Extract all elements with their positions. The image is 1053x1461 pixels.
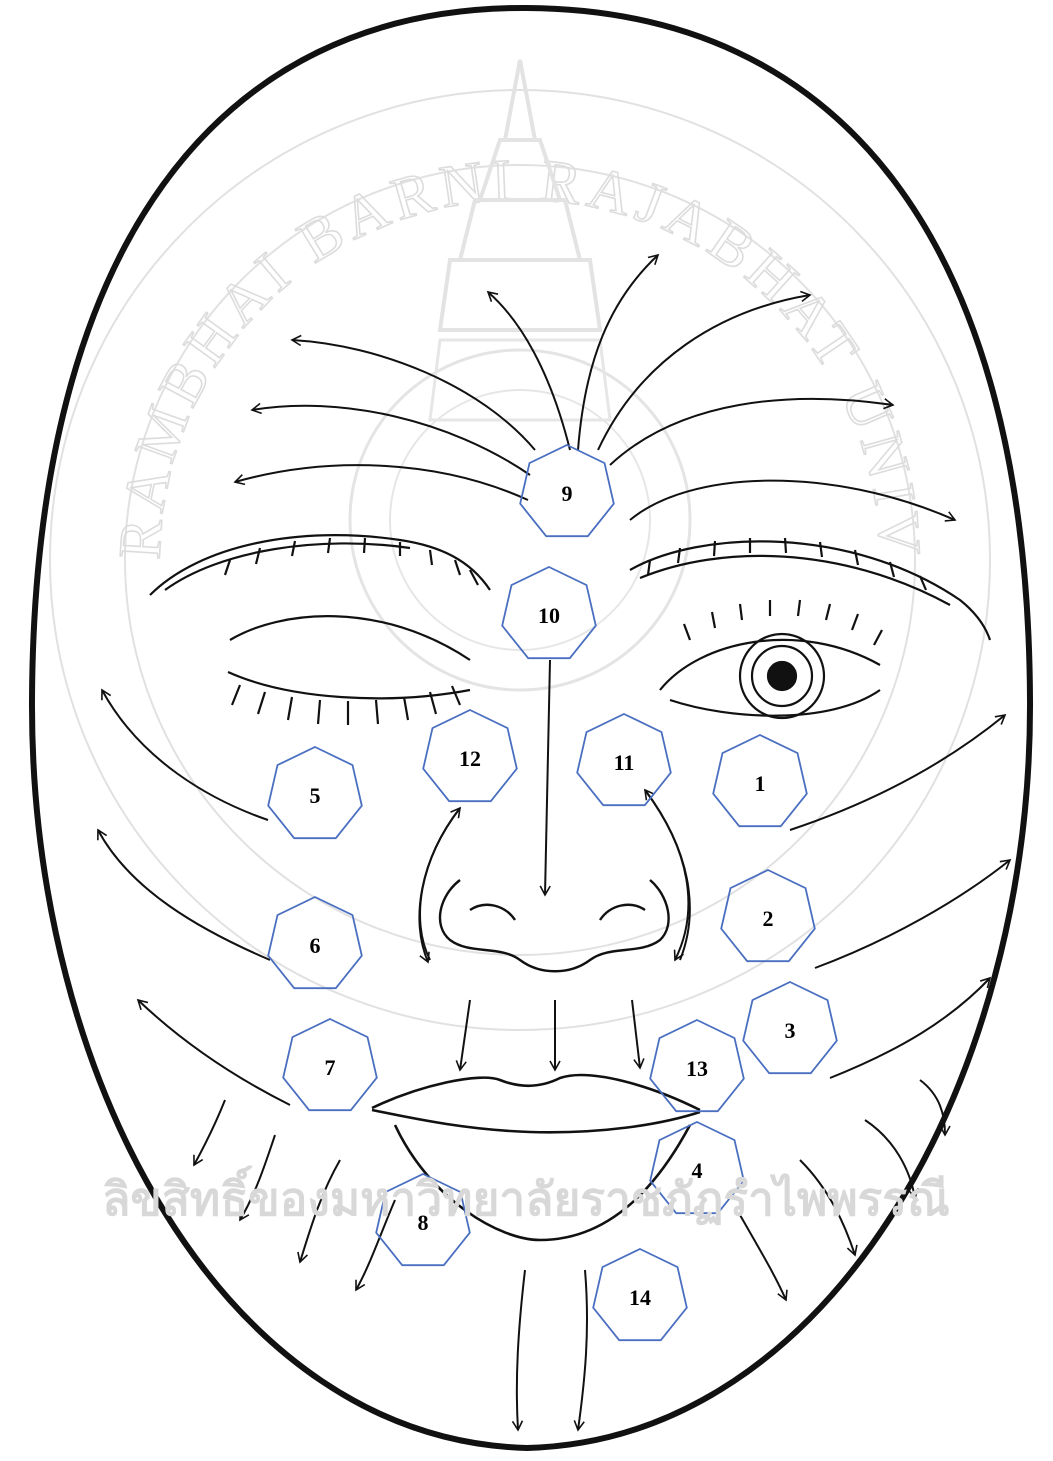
point-label: 2	[763, 906, 774, 931]
arrow-cheek-left-1	[102, 690, 268, 820]
point-label: 9	[562, 481, 573, 506]
arrow-cheek-left-3	[138, 1000, 290, 1105]
massage-point-9: 9	[520, 445, 614, 536]
massage-point-10: 10	[502, 567, 596, 658]
arrow-jaw-right-1	[740, 1215, 786, 1300]
arrow-philtrum-right	[632, 1000, 640, 1068]
massage-point-2: 2	[721, 870, 815, 961]
massage-point-6: 6	[268, 897, 362, 988]
arrow-chin-right	[578, 1270, 587, 1430]
eyebrows	[150, 535, 990, 640]
point-label: 6	[310, 933, 321, 958]
massage-point-14: 14	[593, 1249, 687, 1340]
point-label: 10	[538, 603, 560, 628]
point-label: 7	[325, 1055, 336, 1080]
face-outline	[32, 8, 1030, 1448]
arrow-nose-down	[545, 660, 550, 895]
massage-point-12: 12	[423, 710, 517, 801]
open-eye	[660, 600, 882, 718]
massage-point-13: 13	[650, 1020, 744, 1111]
massage-point-5: 5	[268, 747, 362, 838]
point-label: 1	[755, 771, 766, 796]
point-label: 13	[686, 1056, 708, 1081]
arrow-jaw-left-1	[194, 1100, 225, 1165]
point-label: 12	[459, 746, 481, 771]
arrow-nose-right-down	[645, 790, 688, 960]
massage-point-3: 3	[743, 982, 837, 1073]
point-label: 11	[614, 750, 635, 775]
arrow-cheek-right-2	[815, 860, 1010, 968]
point-label: 5	[310, 783, 321, 808]
arrow-forehead-left-2	[252, 406, 530, 475]
massage-point-7: 7	[283, 1019, 377, 1110]
arrow-nose-right-up	[645, 790, 690, 960]
massage-point-1: 1	[713, 735, 807, 826]
nose	[440, 880, 669, 971]
closed-eye	[228, 616, 470, 725]
massage-point-11: 11	[577, 714, 671, 805]
arrow-chin-left	[517, 1270, 525, 1430]
arrow-forehead-left-1	[292, 340, 535, 450]
point-label: 3	[785, 1018, 796, 1043]
arrow-forehead-left-3	[235, 465, 528, 500]
arrow-philtrum-left	[460, 1000, 470, 1070]
footer-watermark-text: ลิขสิทธิ์ของมหาวิทยาลัยราชภัฏรำไพพรรณี	[102, 1165, 950, 1226]
point-label: 14	[629, 1285, 651, 1310]
university-seal-watermark: RAMBHAI BARNI RAJABHAT UNIVERSITY	[0, 0, 990, 1030]
arrow-forehead-up-left	[488, 292, 570, 450]
